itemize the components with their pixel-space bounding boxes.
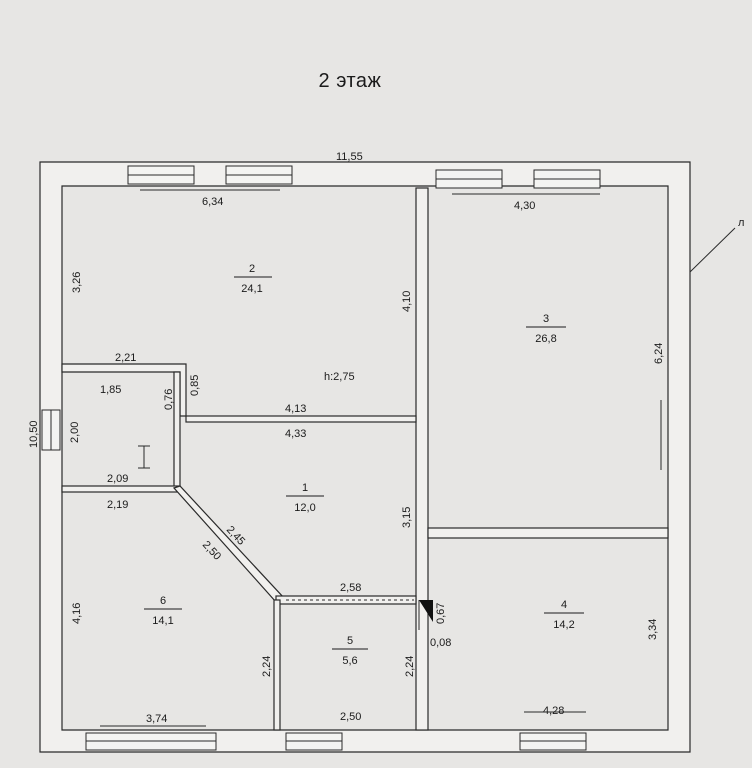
dim-room5-top: 2,58: [340, 582, 361, 594]
svg-text:4: 4: [561, 599, 567, 611]
dim-room6-top: 2,19: [107, 499, 128, 511]
dim-diag-inner: 2,50: [200, 539, 223, 563]
svg-text:6: 6: [160, 595, 166, 607]
svg-text:14,1: 14,1: [152, 615, 173, 627]
edge-label: л: [738, 217, 744, 229]
svg-text:3: 3: [543, 313, 549, 325]
svg-text:2: 2: [249, 263, 255, 275]
dim-bath-bottom: 2,09: [107, 473, 128, 485]
dim-top-left: 6,34: [202, 196, 223, 208]
dim-left-lower: 4,16: [71, 603, 83, 624]
svg-text:1: 1: [302, 482, 308, 494]
interior-walls: [61, 187, 669, 731]
bath-mark-icon: [138, 445, 150, 469]
svg-text:26,8: 26,8: [535, 333, 556, 345]
dim-room1-top: 4,33: [285, 428, 306, 440]
room-5-label: 5 5,6: [332, 635, 368, 667]
svg-text:12,0: 12,0: [294, 502, 315, 514]
dim-bath-top: 1,85: [100, 384, 121, 396]
dim-step: 0,85: [189, 375, 201, 396]
dim-door-offset: 0,08: [430, 637, 451, 649]
dim-room6-bottom: 3,74: [146, 713, 167, 725]
dim-room5-bottom: 2,50: [340, 711, 361, 723]
dim-left-middle: 2,00: [69, 422, 81, 443]
door-icon: [419, 600, 433, 622]
dim-room6-right: 2,24: [261, 656, 273, 677]
floor-title: 2 этаж: [318, 70, 382, 92]
dim-room4-bottom: 4,28: [543, 705, 564, 717]
dim-partition-upper: 4,10: [401, 291, 413, 312]
dim-top-right: 4,30: [514, 200, 535, 212]
room-4-label: 4 14,2: [544, 599, 584, 631]
dim-door-gap: 0,67: [435, 603, 447, 624]
svg-text:5,6: 5,6: [342, 655, 357, 667]
outer-walls: [39, 161, 691, 753]
ceiling-height: h:2,75: [324, 371, 355, 383]
svg-text:14,2: 14,2: [553, 619, 574, 631]
dim-left-total: 10,50: [28, 420, 40, 448]
room-1-label: 1 12,0: [286, 482, 324, 514]
room-2-label: 2 24,1: [234, 263, 272, 295]
svg-text:5: 5: [347, 635, 353, 647]
room-3-label: 3 26,8: [526, 313, 566, 345]
dim-room5-right: 2,24: [404, 656, 416, 677]
dim-room2-corridor: 2,21: [115, 352, 136, 364]
dim-bath-right: 0,76: [163, 389, 175, 410]
dim-partition-lower: 3,15: [401, 507, 413, 528]
dim-room2-bottom: 4,13: [285, 403, 306, 415]
dim-left-upper: 3,26: [71, 272, 83, 293]
room-6-label: 6 14,1: [144, 595, 182, 627]
dim-top-total: 11,55: [336, 151, 363, 163]
dim-room4-right: 3,34: [647, 619, 659, 640]
dim-room3-right: 6,24: [653, 343, 665, 364]
svg-text:24,1: 24,1: [241, 283, 262, 295]
